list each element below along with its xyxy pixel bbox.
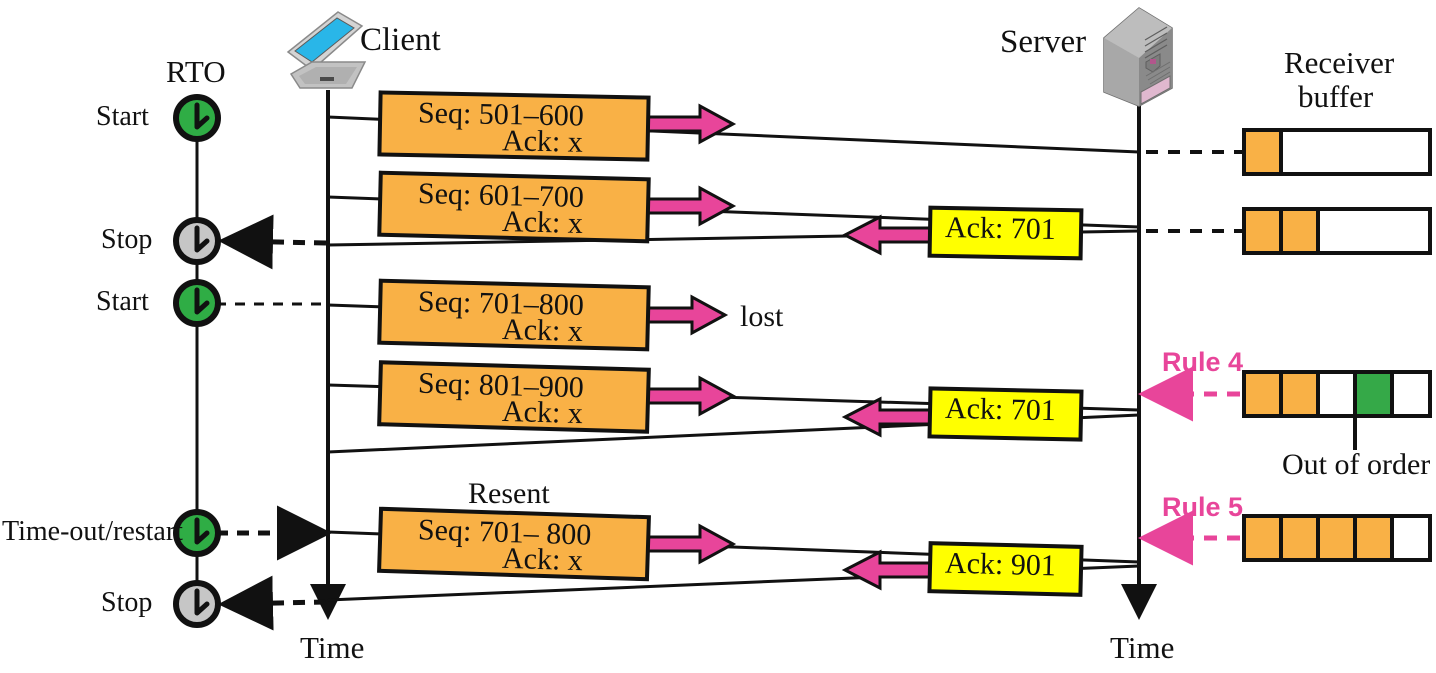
timer-icon-start-2[interactable] xyxy=(173,279,221,327)
ack-box-3[interactable] xyxy=(927,541,1084,597)
rto-stop-dashed-arrow-2 xyxy=(218,575,327,631)
timer-label-stop-1: Stop xyxy=(101,224,153,255)
timer-icon-stop-2[interactable] xyxy=(173,580,221,628)
timer-label-start-1: Start xyxy=(96,101,149,132)
receiver-buffer-2 xyxy=(1242,207,1432,255)
lost-annotation: lost xyxy=(740,300,784,333)
ack-label-3: Ack: 901 xyxy=(944,546,1057,583)
timer-label-timeout-restart: Time-out/restart xyxy=(2,516,183,547)
server-label: Server xyxy=(1000,24,1087,60)
receiver-buffer-4 xyxy=(1242,514,1432,562)
pink-send-arrow-4 xyxy=(646,375,737,417)
out-of-order-annotation: Out of order xyxy=(1282,448,1431,481)
pink-ack-arrow-3 xyxy=(841,549,932,591)
ack-box-1[interactable] xyxy=(927,205,1084,261)
segment-4-ack: Ack: x xyxy=(501,394,584,431)
timer-label-start-2: Start xyxy=(96,286,149,317)
timer-icon-stop-1[interactable] xyxy=(173,217,221,265)
segment-2-ack: Ack: x xyxy=(501,205,584,240)
segment-box-5[interactable] xyxy=(377,506,651,582)
timer-label-stop-2: Stop xyxy=(101,587,153,618)
pink-send-arrow-3 xyxy=(646,294,729,336)
receiver-buffer-1 xyxy=(1242,128,1432,176)
rule-4-label: Rule 4 xyxy=(1162,347,1244,377)
resent-annotation: Resent xyxy=(468,477,550,510)
segment-3-ack: Ack: x xyxy=(501,313,584,348)
ack-label-1: Ack: 701 xyxy=(944,211,1057,246)
pink-send-arrow-2 xyxy=(646,185,737,227)
time-label-client: Time xyxy=(300,630,365,665)
segment-box-2[interactable] xyxy=(377,170,651,244)
pink-ack-arrow-1 xyxy=(841,214,932,256)
rule-5-label: Rule 5 xyxy=(1162,492,1244,522)
timer-icon-start-1[interactable] xyxy=(173,94,221,142)
receiver-buffer-label-line1: Receiver xyxy=(1284,45,1395,80)
laptop-icon xyxy=(286,11,367,89)
pink-send-arrow-1 xyxy=(646,103,737,145)
receiver-buffer-label-line2: buffer xyxy=(1298,79,1374,114)
rto-stop-dashed-arrow-1 xyxy=(218,214,327,270)
segment-box-4[interactable] xyxy=(377,360,651,434)
pink-send-arrow-5 xyxy=(646,523,737,565)
segment-5-ack: Ack: x xyxy=(501,541,584,578)
receiver-buffer-3 xyxy=(1242,370,1432,418)
ack-label-2: Ack: 701 xyxy=(944,391,1057,428)
segment-1-ack: Ack: x xyxy=(501,124,584,159)
segment-box-3[interactable] xyxy=(377,278,651,352)
pink-ack-arrow-2 xyxy=(841,396,932,438)
server-icon xyxy=(1103,7,1173,107)
time-label-server: Time xyxy=(1110,630,1175,665)
ack-box-2[interactable] xyxy=(927,386,1084,442)
rto-label: RTO xyxy=(166,54,226,89)
client-label: Client xyxy=(360,22,441,58)
timer-icon-timeout-restart[interactable] xyxy=(173,509,221,557)
segment-box-1[interactable] xyxy=(377,90,651,162)
